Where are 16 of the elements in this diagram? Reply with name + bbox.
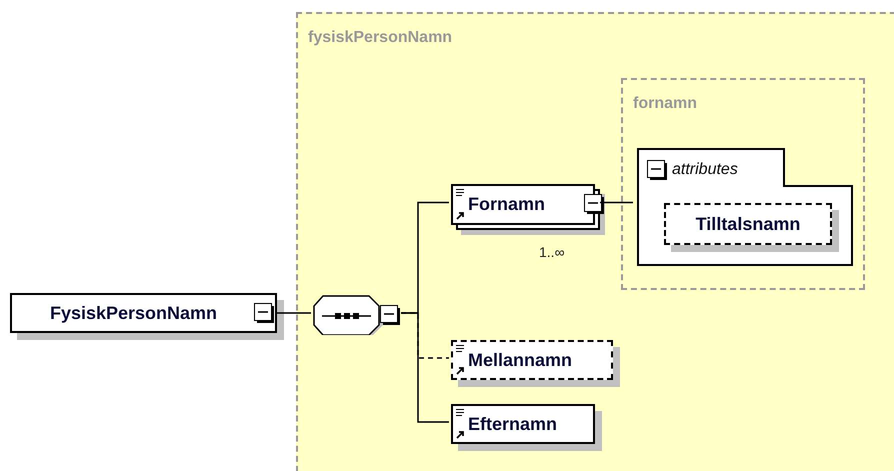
sequence-compositor — [313, 295, 403, 335]
element-name: FysiskPersonNamn — [50, 302, 218, 325]
element-name: attributes — [672, 160, 738, 180]
element-name: Efternamn — [468, 412, 558, 436]
attributes-panel — [637, 148, 853, 266]
element-name: fysiskPersonNamn — [308, 28, 452, 48]
element-name: Fornamn — [468, 193, 546, 216]
element-name: Tilltalsnamn — [696, 212, 800, 236]
connector-line — [277, 312, 311, 314]
connector-line — [401, 312, 449, 423]
type-group — [621, 78, 865, 290]
type-group — [296, 12, 894, 471]
element-name: fornamn — [633, 94, 697, 114]
connector-line — [600, 202, 633, 204]
element-name: Mellannamn — [468, 348, 572, 372]
occurrence-label: 1..∞ — [539, 243, 565, 262]
